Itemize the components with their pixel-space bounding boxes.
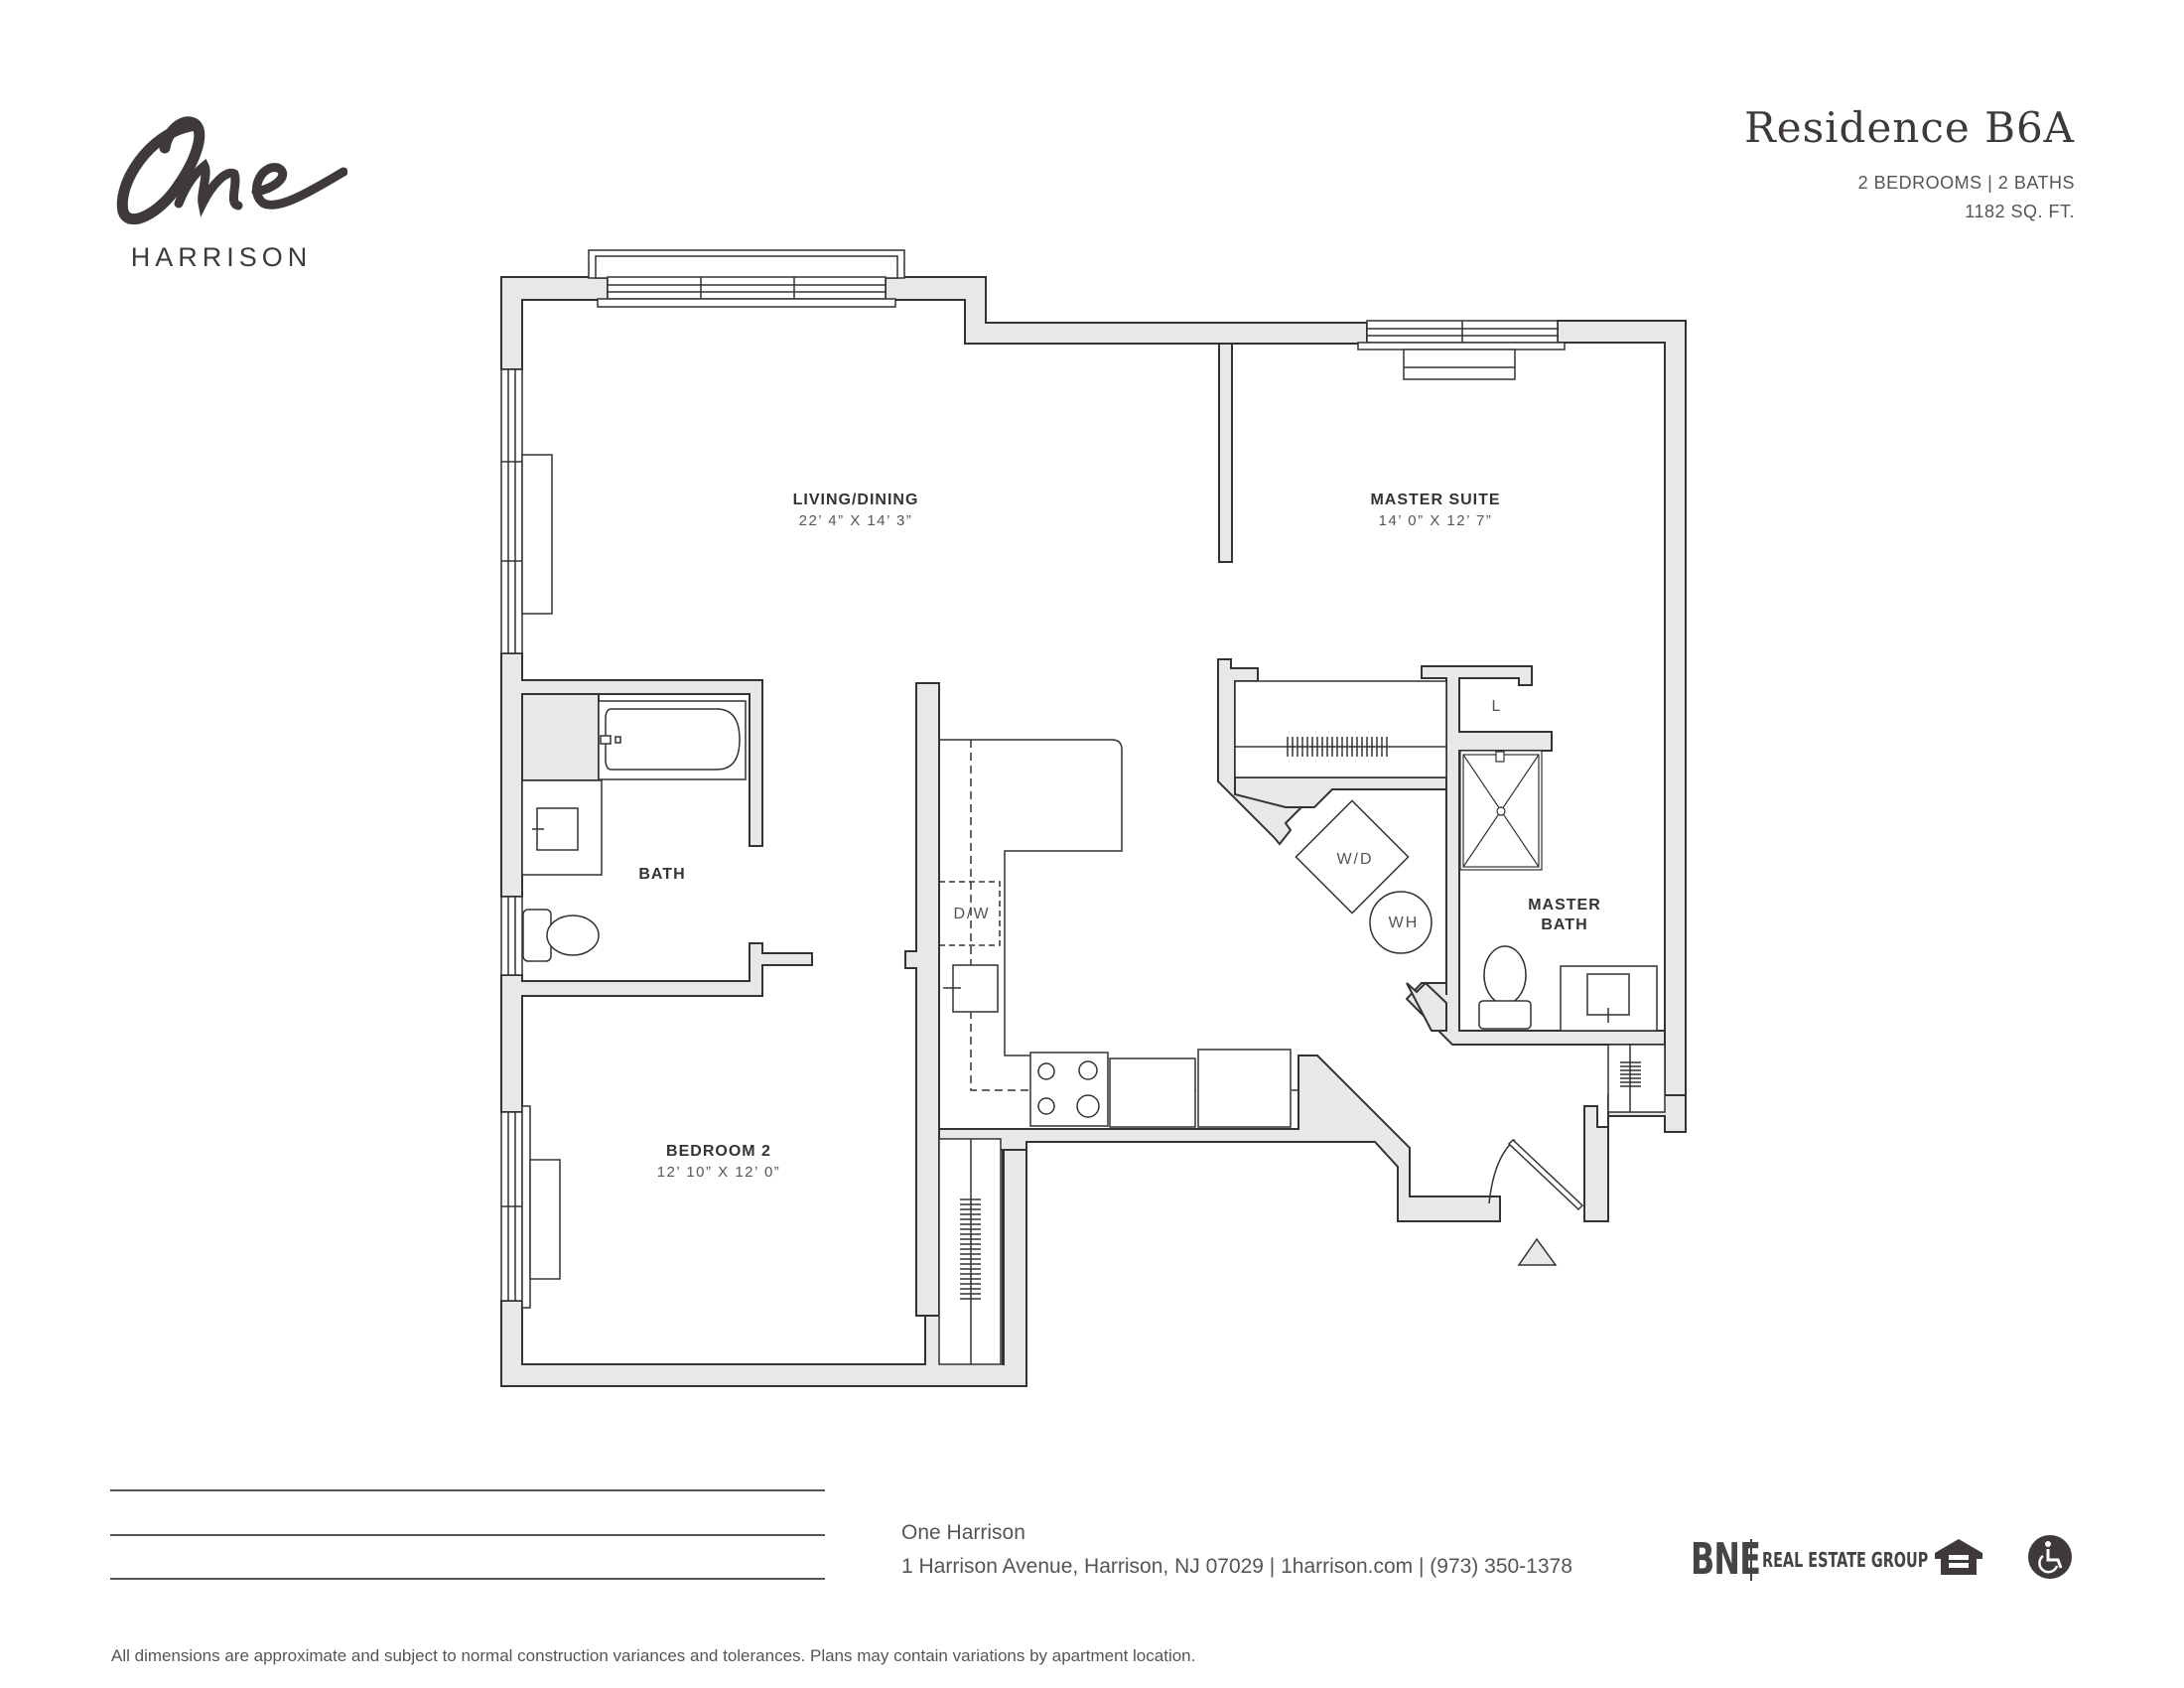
one-script-logo: [116, 116, 347, 225]
entry-door: [1488, 1138, 1584, 1211]
window-living-top: [588, 249, 905, 308]
room-bedroom-2: BEDROOM 2 12’ 10” X 12’ 0”: [657, 1142, 781, 1184]
wall-entry-right: [1583, 1094, 1687, 1222]
kitchen-sink: [943, 964, 999, 1013]
bath-toilet: [522, 909, 600, 962]
footer-address: 1 Harrison Avenue, Harrison, NJ 07029 | …: [901, 1555, 1572, 1578]
bne-logo-small: REAL ESTATE GROUP: [1762, 1547, 1929, 1572]
bne-logo-big: BNE: [1691, 1534, 1761, 1585]
water-heater-label: WH: [1388, 914, 1420, 931]
bne-logo: BNE REAL ESTATE GROUP: [1691, 1534, 1992, 1585]
window-bedroom: [500, 1105, 561, 1309]
wall-wh-corner: [1406, 981, 1447, 1032]
bathtub: [598, 700, 747, 780]
accessibility-icon: [2028, 1535, 2072, 1579]
room-name: LIVING/DINING: [792, 492, 919, 508]
room-living-dining: LIVING/DINING 22’ 4” X 14’ 3”: [793, 491, 919, 532]
dishwasher-label: D/W: [953, 906, 991, 922]
wall-kitchen-bottom: [938, 1055, 1501, 1222]
bath-vanity: [521, 779, 603, 876]
washer-dryer: [1295, 799, 1410, 914]
window-master: [1357, 320, 1566, 380]
water-heater: [1369, 891, 1433, 954]
closet-rod-bedroom: [938, 1138, 1002, 1365]
wall-living-top-left: [500, 276, 609, 370]
harrison-wordmark: HARRISON: [130, 242, 313, 272]
bne-divider: [1750, 1538, 1752, 1581]
dishwasher: [938, 881, 1001, 946]
room-dimensions: 14’ 0” X 12’ 7”: [1378, 512, 1493, 529]
note-line-1: [110, 1489, 825, 1491]
window-bath: [500, 896, 523, 976]
window-living-left: [500, 368, 553, 654]
room-master-suite: MASTER SUITE 14’ 0” X 12’ 7”: [1370, 491, 1500, 532]
refrigerator-right: [1197, 1049, 1292, 1128]
room-name: BEDROOM 2: [666, 1143, 771, 1160]
wall-bath-inner: [521, 693, 600, 781]
room-master-bath: MASTER BATH: [1528, 896, 1601, 935]
room-name-line1: MASTER: [1528, 897, 1601, 914]
closet-rod-entry: [1607, 1044, 1666, 1113]
note-line-3: [110, 1578, 825, 1580]
master-vanity: [1560, 965, 1658, 1032]
wall-living-top-right: [885, 276, 1368, 345]
footer-property-name: One Harrison: [901, 1521, 1025, 1544]
linen-closet-label: L: [1491, 698, 1503, 715]
room-name: MASTER SUITE: [1370, 492, 1501, 508]
room-name: BATH: [638, 866, 686, 883]
closet-rod-master: [1234, 680, 1447, 778]
disclaimer-text: All dimensions are approximate and subje…: [111, 1646, 1196, 1665]
master-toilet: [1478, 945, 1532, 1030]
shower: [1459, 750, 1543, 871]
entry-marker: [1517, 1237, 1558, 1266]
square-footage: 1182 SQ. FT.: [1965, 202, 2075, 221]
wall-closet-bottom: [1234, 776, 1447, 808]
washer-dryer-label: W/D: [1336, 851, 1374, 868]
wall-bath-bottom: [500, 942, 813, 1113]
room-bath: BATH: [638, 865, 685, 885]
range-stove: [1029, 1052, 1109, 1127]
room-name-line2: BATH: [1541, 916, 1588, 933]
note-line-2: [110, 1534, 825, 1536]
residence-title: Residence B6A: [1744, 103, 2075, 152]
bed-bath-count: 2 BEDROOMS | 2 BATHS: [1857, 173, 2075, 193]
equal-housing-icon: [1935, 1539, 1982, 1575]
room-dimensions: 22’ 4” X 14’ 3”: [798, 512, 913, 529]
refrigerator-left: [1109, 1057, 1196, 1128]
wall-living-master-partition: [1218, 343, 1233, 563]
room-dimensions: 12’ 10” X 12’ 0”: [656, 1164, 781, 1181]
